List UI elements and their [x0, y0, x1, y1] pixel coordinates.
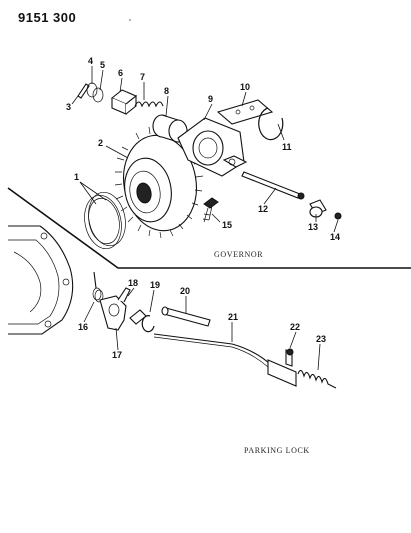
governor-body — [177, 117, 248, 177]
governor-section-label: GOVERNOR — [214, 250, 264, 259]
callout-18: 18 — [128, 278, 138, 288]
callout-5: 5 — [100, 60, 105, 70]
governor-valve — [110, 89, 138, 115]
callout-17: 17 — [112, 350, 122, 360]
callout-16: 16 — [78, 322, 88, 332]
governor-spring — [134, 101, 164, 108]
callout-22: 22 — [290, 322, 300, 332]
governor-bolt — [202, 197, 219, 223]
callout-6: 6 — [118, 68, 123, 78]
callout-4: 4 — [88, 56, 93, 66]
governor-support-gear — [114, 125, 204, 239]
callout-numbers: 1 2 3 4 5 6 7 8 9 10 11 12 13 14 15 16 1… — [66, 56, 340, 360]
callout-1: 1 — [74, 172, 79, 182]
transmission-case-outline — [8, 225, 74, 335]
parking-rod-spring — [297, 369, 337, 389]
governor-small-parts — [77, 82, 104, 103]
governor-cover-plate — [216, 99, 274, 125]
callout-8: 8 — [164, 86, 169, 96]
parking-pawl — [99, 287, 147, 331]
governor-shaft — [241, 171, 305, 200]
callout-2: 2 — [98, 138, 103, 148]
callout-19: 19 — [150, 280, 160, 290]
callout-23: 23 — [316, 334, 326, 344]
section-divider — [7, 187, 411, 269]
parking-pawl-pin — [161, 306, 211, 327]
callout-12: 12 — [258, 204, 268, 214]
governor-outer-weight — [309, 199, 342, 220]
callout-10: 10 — [240, 82, 250, 92]
callout-15: 15 — [222, 220, 232, 230]
callout-leader-lines — [71, 66, 339, 371]
parking-rod-bracket — [267, 348, 297, 387]
callout-3: 3 — [66, 102, 71, 112]
diagram-part-number: 9151 300 — [18, 10, 77, 25]
callout-7: 7 — [140, 72, 145, 82]
callout-9: 9 — [208, 94, 213, 104]
governor-seal-rings — [84, 191, 126, 250]
parking-pawl-clip — [141, 315, 155, 333]
governor-snap-ring — [258, 107, 284, 141]
scan-speck — [129, 19, 131, 21]
parking-lock-section-label: PARKING LOCK — [244, 446, 310, 455]
callout-21: 21 — [228, 312, 238, 322]
callout-14: 14 — [330, 232, 340, 242]
callout-20: 20 — [180, 286, 190, 296]
parking-pawl-spring — [92, 271, 104, 303]
callout-11: 11 — [282, 142, 292, 152]
callout-13: 13 — [308, 222, 318, 232]
